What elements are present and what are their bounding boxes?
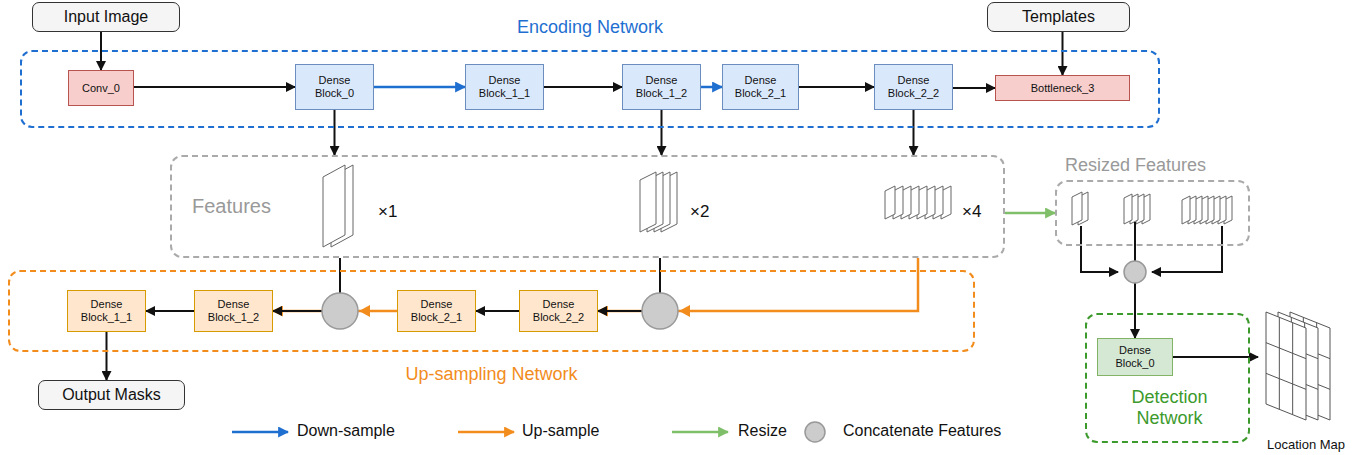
box-label: Dense Block_1_2 — [198, 298, 269, 323]
multiplier-label: ×4 — [962, 202, 981, 222]
connector-arrow — [799, 86, 874, 88]
encoder-block: Dense Block_1_2 — [622, 64, 701, 110]
box-label: Dense Block_0 — [1101, 344, 1169, 369]
box-label: Dense Block_2_1 — [401, 298, 472, 323]
location-grid — [1266, 312, 1306, 420]
grid-panel — [1266, 312, 1306, 420]
region-title: Features — [192, 195, 271, 218]
box-label: Output Masks — [62, 386, 161, 404]
connector-arrow — [1134, 246, 1136, 338]
arrow-head — [679, 305, 690, 317]
connector-arrow — [374, 86, 465, 89]
box-label: Dense Block_1_1 — [469, 74, 540, 99]
network-region: Up-sampling NetworkDense Block_1_1Dense … — [8, 270, 975, 352]
legend-text: Down-sample — [297, 422, 395, 440]
arrow-head — [359, 305, 370, 317]
location-map-grids — [1266, 312, 1330, 420]
merge-line — [1081, 226, 1118, 272]
detection-block: Dense Block_0 — [1097, 338, 1173, 376]
encoder-block: Dense Block_1_1 — [465, 64, 544, 110]
merge-line — [1134, 222, 1136, 246]
feature-stacks — [323, 165, 1232, 247]
conv-box: Bottleneck_3 — [995, 75, 1130, 101]
network-region: Resized Features — [1055, 180, 1250, 246]
decoder-block: Dense Block_1_2 — [194, 290, 273, 332]
box-label: Dense Block_1_1 — [71, 298, 142, 323]
conv-box: Conv_0 — [68, 70, 134, 106]
decoder-block: Dense Block_2_1 — [397, 290, 476, 332]
terminal-box: Output Masks — [38, 380, 185, 410]
network-region: Features — [170, 155, 1005, 258]
concat-circle — [642, 293, 678, 329]
feature-slab — [1124, 194, 1132, 224]
feature-slab — [1072, 192, 1082, 225]
region-title: Detection Network — [1107, 387, 1232, 428]
connector-arrow — [1005, 212, 1055, 215]
connector-arrow — [334, 110, 336, 155]
legend-arrow — [458, 431, 514, 434]
encoder-block: Dense Block_0 — [295, 64, 374, 110]
region-title: Location Map — [1258, 438, 1354, 453]
connector-arrow — [1173, 356, 1258, 358]
region-title: Encoding Network — [22, 17, 1158, 38]
decoder-block: Dense Block_2_2 — [519, 290, 598, 332]
box-label: Bottleneck_3 — [1031, 82, 1095, 95]
multiplier-label: ×1 — [378, 202, 397, 222]
connector-arrow — [476, 310, 519, 312]
multiplier-label: ×2 — [690, 202, 709, 222]
legend-text: Resize — [738, 422, 787, 440]
legend-arrow — [232, 431, 288, 434]
terminal-box: Input Image — [32, 2, 180, 32]
merge-line — [1152, 226, 1222, 272]
connector-arrow — [701, 86, 722, 89]
legend-arrow — [672, 431, 728, 434]
feature-slab — [1182, 196, 1190, 224]
connector-arrow — [106, 332, 108, 380]
grid-line — [1266, 373, 1306, 389]
connector-arrow — [953, 87, 995, 89]
box-label: Templates — [1022, 8, 1095, 26]
box-label: Input Image — [64, 8, 149, 26]
concat-circle — [1124, 261, 1146, 283]
encoder-block: Dense Block_2_2 — [874, 64, 953, 110]
grid-line — [1292, 323, 1293, 415]
concat-circle — [322, 293, 358, 329]
encoder-block: Dense Block_2_1 — [722, 64, 799, 110]
decoder-block: Dense Block_1_1 — [67, 290, 146, 332]
box-label: Dense Block_0 — [299, 74, 370, 99]
network-region: Detection Network Dense Block_0 — [1085, 313, 1250, 443]
box-label: Dense Block_2_2 — [878, 74, 949, 99]
network-region: Encoding NetworkConv_0Dense Block_0Dense… — [20, 50, 1160, 128]
feature-slab — [885, 186, 895, 219]
connector-arrow — [913, 110, 915, 155]
connector-arrow — [134, 86, 295, 88]
connector-arrow — [1062, 32, 1064, 75]
connector-arrow — [661, 110, 663, 155]
grid-line — [1266, 343, 1306, 359]
connector-arrow — [544, 86, 622, 88]
feature-slab — [640, 172, 656, 232]
terminal-box: Templates — [987, 2, 1130, 32]
legend-text: Up-sample — [522, 422, 599, 440]
grid-line — [1279, 317, 1280, 409]
box-label: Dense Block_2_2 — [523, 298, 594, 323]
location-map: Location Map — [1258, 305, 1354, 453]
box-label: Conv_0 — [82, 82, 120, 95]
box-label: Dense Block_1_2 — [626, 74, 697, 99]
feature-slab — [323, 165, 345, 247]
box-label: Dense Block_2_1 — [726, 74, 795, 99]
legend-text: Concatenate Features — [843, 422, 1001, 440]
region-title: Resized Features — [1065, 155, 1206, 176]
connector-arrow — [146, 310, 194, 312]
legend-circle — [805, 422, 825, 442]
